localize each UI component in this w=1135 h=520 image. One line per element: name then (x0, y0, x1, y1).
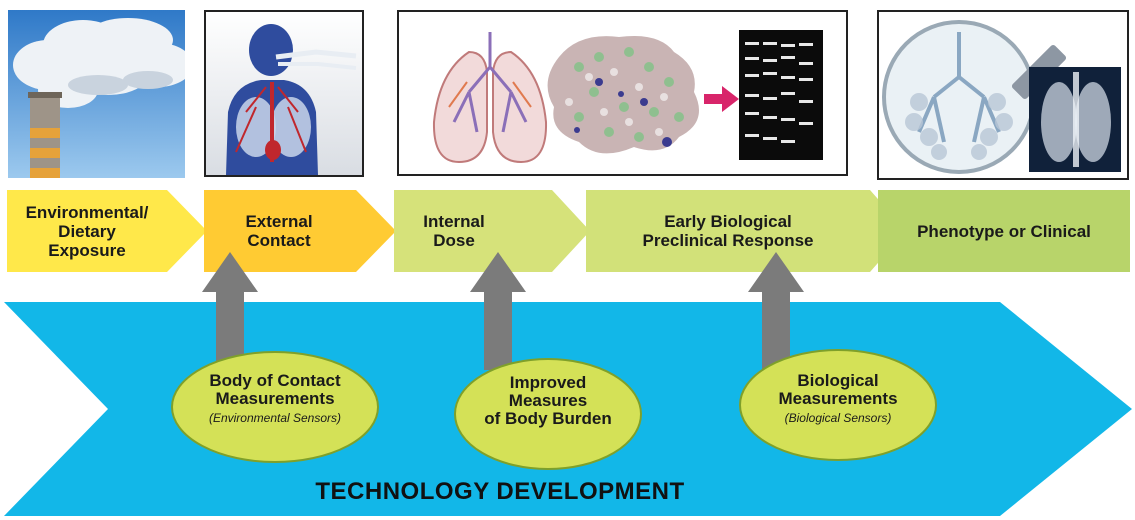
lung-xray-magnifier-image (877, 10, 1129, 180)
measurement-title-line: Measures (508, 391, 588, 410)
measurement-body-of-contact: Body of Contact Measurements (Environmen… (170, 350, 380, 464)
stage-label: Early Biological Preclinical Response (642, 212, 814, 250)
stage-environmental-exposure: Environmental/ Dietary Exposure (7, 190, 207, 272)
stage-arrow-shape (878, 190, 1130, 272)
measurement-subtitle: (Environmental Sensors) (208, 411, 342, 425)
measurement-biological: Biological Measurements (Biological Sens… (738, 348, 938, 462)
stage-arrow-shape (394, 190, 590, 272)
stage-label: Phenotype or Clinical (917, 221, 1091, 241)
measurement-title-line: Biological (797, 371, 879, 390)
measurement-title-line: of Body Burden (484, 409, 612, 428)
measurement-body-burden: Improved Measures of Body Burden (453, 357, 643, 471)
human-respiratory-image (204, 10, 364, 177)
measurement-title-line: Measurements (215, 389, 335, 408)
ellipse-shape (739, 349, 937, 461)
stage-phenotype-clinical: Phenotype or Clinical (878, 190, 1130, 272)
stage-label: External Contact (245, 212, 313, 250)
ellipse-shape (171, 351, 379, 463)
measurement-subtitle: (Biological Sensors) (784, 411, 892, 425)
stage-label: Internal Dose (423, 212, 485, 250)
up-arrow-dose (470, 252, 526, 370)
lungs-protein-gel-image (397, 10, 848, 176)
stage-internal-dose: Internal Dose (394, 190, 590, 272)
measurement-title-line: Body of Contact (209, 371, 341, 390)
stage-arrow-shape (586, 190, 906, 272)
stage-early-biological-response: Early Biological Preclinical Response (586, 190, 906, 272)
measurement-title-line: Improved (509, 373, 587, 392)
stage-arrow-shape (204, 190, 396, 272)
banner-title: TECHNOLOGY DEVELOPMENT (315, 478, 685, 505)
up-arrow-response (748, 252, 804, 370)
ellipse-shape (454, 358, 642, 470)
stage-label: Environmental/ Dietary Exposure (25, 202, 149, 260)
measurement-title-line: Measurements (778, 389, 898, 408)
stage-external-contact: External Contact (204, 190, 396, 272)
stage-arrow-shape (7, 190, 207, 272)
smokestack-image (8, 10, 185, 178)
